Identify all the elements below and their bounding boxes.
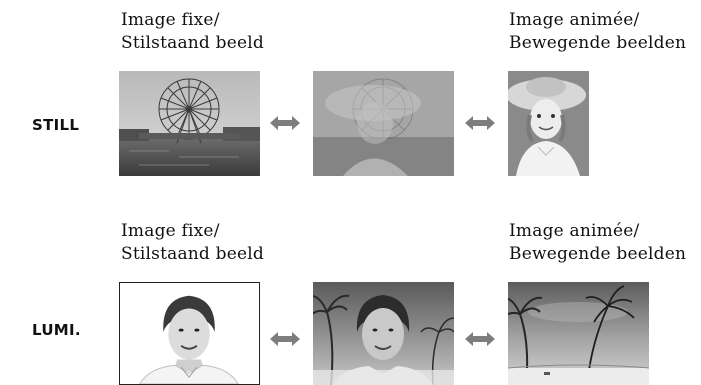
double-arrow-icon [270,331,300,347]
beach-palm-photo [508,282,649,385]
lumi-left-caption: Image fixe/ Stilstaand beeld [121,220,264,266]
double-arrow-icon [465,115,495,131]
lumi-mode-label: LUMI. [32,321,81,339]
ferris-wheel-photo [119,71,260,176]
still-right-caption-line1: Image animée/ [509,10,640,30]
double-arrow-icon [270,115,300,131]
still-mode-label: STILL [32,116,80,134]
still-left-caption: Image fixe/ Stilstaand beeld [121,9,264,55]
woman-portrait-photo [119,282,260,385]
lumi-left-caption-line2: Stilstaand beeld [121,244,264,264]
still-left-caption-line1: Image fixe/ [121,10,220,30]
lumi-right-caption: Image animée/ Bewegende beelden [509,220,686,266]
double-arrow-icon [465,331,495,347]
lumi-left-caption-line1: Image fixe/ [121,221,220,241]
girl-in-hat-photo [508,71,589,176]
ferris-girl-blend-photo [313,71,454,176]
woman-beach-blend-photo [313,282,454,385]
lumi-right-caption-line2: Bewegende beelden [509,244,687,264]
still-right-caption-line2: Bewegende beelden [509,33,687,53]
still-right-caption: Image animée/ Bewegende beelden [509,9,686,55]
lumi-right-caption-line1: Image animée/ [509,221,640,241]
still-left-caption-line2: Stilstaand beeld [121,33,264,53]
